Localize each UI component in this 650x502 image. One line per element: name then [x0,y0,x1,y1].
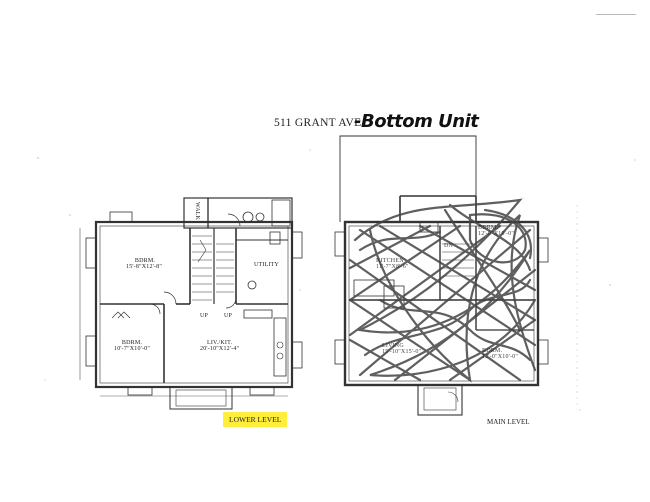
main-level-caption: MAIN LEVEL [487,418,530,426]
room-label-walk: WALK [194,202,200,221]
room-name: KITCHEN [376,258,404,264]
room-name: BDRM. [134,258,156,264]
room-label-bedroom-top: BDRM. 12'-0"X10'-0" [478,225,514,237]
room-size: 12'-0"X10'-0" [482,354,518,360]
room-label-bedroom-small: BDRM. 10'-7"X10'-0" [114,340,150,352]
room-name: BDRM. [121,340,143,346]
room-size: 15'-8"X12'-8" [126,264,162,270]
room-label-bedroom-large: BDRM. 15'-8"X12'-8" [126,258,162,270]
room-name: BDRM. [482,348,503,354]
room-label-utility: UTILITY [254,262,280,268]
room-label-living-kitchen: LIV./KIT. 20'-10"X12'-4" [200,340,239,352]
main-level-scribble [348,198,537,383]
stair-label-up-left: UP [200,313,209,319]
room-name: BDRM. [478,225,499,231]
scan-speckles [37,14,636,411]
stair-label-up-right: UP [224,313,233,319]
room-label-living: LIVING 15'-10"X15'-0" [382,343,421,355]
room-name: LIV./KIT. [206,340,233,346]
room-size: 11'-7"X8'-6" [376,264,409,270]
room-size: 15'-10"X15'-0" [382,349,422,355]
lower-level-caption: LOWER LEVEL [223,412,288,427]
stair-label-down: DN [444,243,454,249]
plan-title-address: 511 GRANT AVE. [274,117,365,129]
room-label-bedroom-bottom: BDRM. 12'-0"X10'-0" [482,348,518,360]
room-size: 10'-7"X10'-0" [114,346,150,352]
plan-title-handwritten: -Bottom Unit [354,111,479,132]
main-level-plan [334,135,549,416]
room-size: 20'-10"X12'-4" [200,346,240,352]
lower-level-plan [79,197,303,410]
room-label-kitchen: KITCHEN 11'-7"X8'-6" [376,258,409,270]
room-name: LIVING [382,343,404,349]
room-size: 12'-0"X10'-0" [478,231,514,237]
